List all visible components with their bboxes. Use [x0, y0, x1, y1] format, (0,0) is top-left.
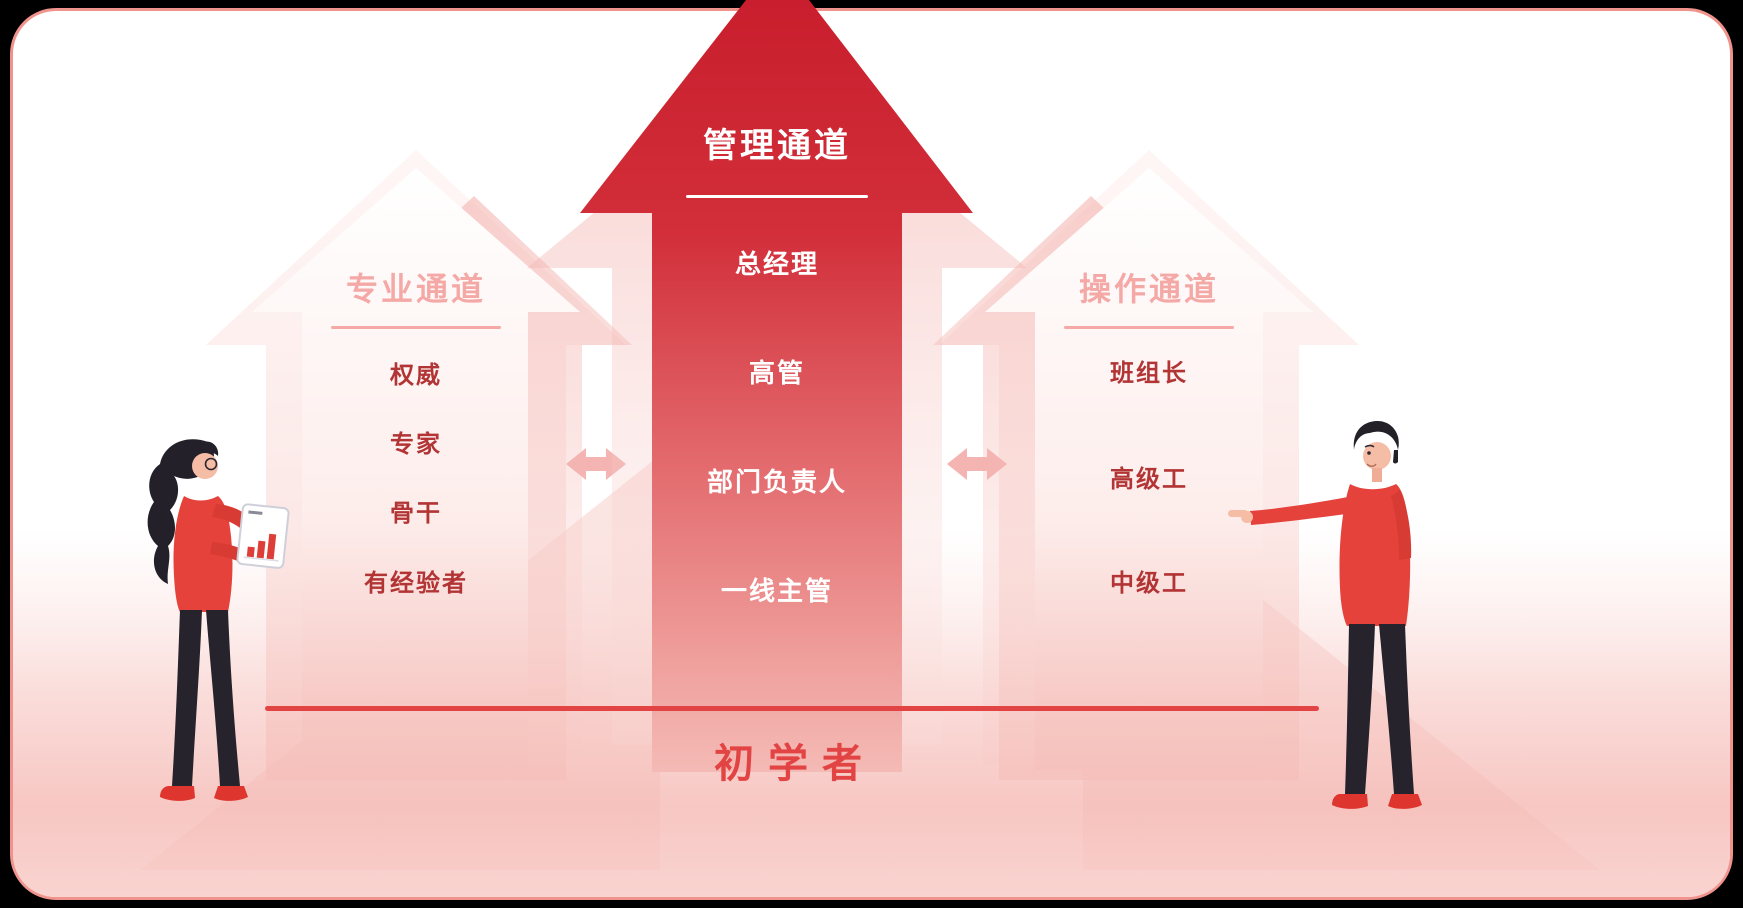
management-level-1: 总经理 — [734, 249, 820, 279]
operation-level-2: 高级工 — [1110, 466, 1188, 493]
operation-title: 操作通道 — [1078, 271, 1220, 307]
management-underline — [686, 195, 868, 198]
management-title: 管理通道 — [703, 127, 851, 165]
professional-level-3: 骨干 — [390, 500, 442, 527]
professional-level-1: 权威 — [390, 362, 442, 389]
management-level-3: 部门负责人 — [706, 467, 848, 497]
operation-level-1: 班组长 — [1110, 360, 1188, 387]
professional-title: 专业通道 — [345, 271, 487, 307]
beginner-label: 初学者 — [714, 742, 876, 786]
professional-level-4: 有经验者 — [364, 570, 468, 597]
operation-underline — [1064, 326, 1234, 329]
management-level-4: 一线主管 — [720, 576, 834, 606]
professional-level-2: 专家 — [390, 431, 442, 458]
operation-level-3: 中级工 — [1110, 570, 1188, 597]
beginner-baseline — [265, 706, 1319, 711]
management-level-2: 高管 — [748, 358, 806, 388]
professional-underline — [331, 326, 501, 329]
